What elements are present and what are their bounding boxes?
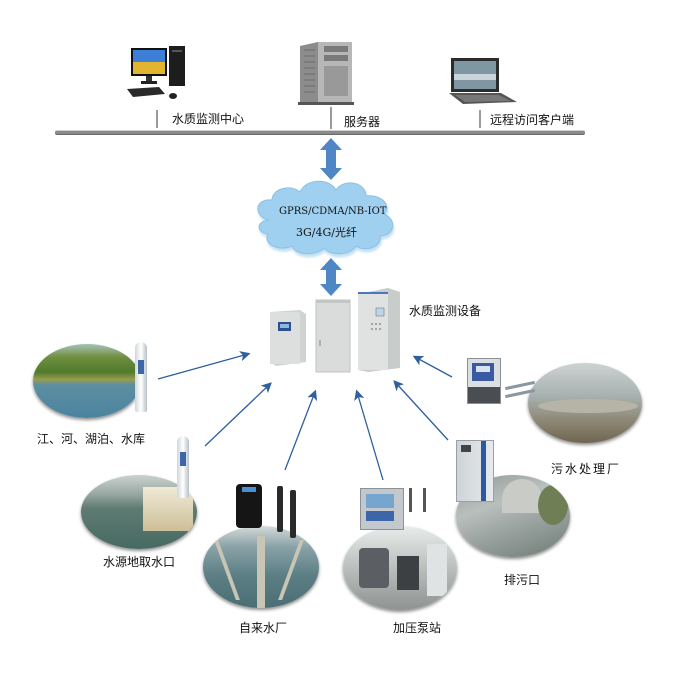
network-cloud-icon bbox=[257, 180, 394, 255]
site-pumpstation-photo bbox=[343, 526, 457, 610]
water-quality-probe-icon bbox=[135, 342, 147, 412]
cloud-equipment-double-arrow bbox=[320, 258, 342, 296]
arrow-intake-to-equipment bbox=[204, 382, 272, 447]
network-cloud-line2: 3G/4G/光纤 bbox=[296, 226, 357, 239]
analyzer-cabinet-icon bbox=[456, 440, 494, 502]
server-tick bbox=[330, 107, 332, 129]
water-quality-probe-icon bbox=[177, 436, 189, 498]
arrow-outfall-to-equipment bbox=[393, 380, 449, 441]
monitoring-center-tick bbox=[156, 110, 158, 128]
laptop-icon bbox=[449, 58, 517, 104]
site-intake-label: 水源地取水口 bbox=[103, 555, 176, 569]
electrode-probe-icon bbox=[423, 488, 426, 512]
transmitter-controller-icon bbox=[467, 358, 501, 404]
arrow-treatment-to-equipment bbox=[412, 355, 453, 378]
bus-cloud-double-arrow bbox=[320, 138, 342, 180]
site-river-photo bbox=[33, 344, 141, 418]
arrow-waterworks-to-equipment bbox=[284, 389, 318, 471]
arrow-pumpstation-to-equipment bbox=[354, 389, 384, 481]
desktop-computer-icon bbox=[127, 46, 185, 99]
remote-client-label: 远程访问客户端 bbox=[490, 113, 575, 127]
equipment-label: 水质监测设备 bbox=[409, 304, 482, 318]
server-tower-icon bbox=[298, 42, 354, 105]
server-node bbox=[296, 40, 356, 106]
analyzer-sensor-icon bbox=[236, 484, 266, 538]
electrode-probe-icon bbox=[290, 490, 296, 538]
site-outfall-label: 排污口 bbox=[504, 573, 541, 587]
network-cloud-line1: GPRS/CDMA/NB-IOT bbox=[279, 206, 387, 217]
analyzer-display-icon bbox=[360, 488, 404, 530]
control-cabinet-icon bbox=[270, 288, 400, 373]
site-waterworks-label: 自来水厂 bbox=[239, 621, 288, 635]
site-treatment-label: 污水处理厂 bbox=[551, 462, 622, 476]
arrow-river-to-equipment bbox=[157, 351, 251, 380]
monitoring-equipment bbox=[268, 284, 408, 374]
electrode-probe-icon bbox=[277, 486, 283, 532]
network-bus-line bbox=[55, 130, 585, 135]
remote-client-tick bbox=[479, 110, 481, 128]
remote-client-node bbox=[447, 56, 519, 106]
site-waterworks-photo bbox=[203, 526, 319, 608]
site-treatment-photo bbox=[528, 363, 642, 443]
site-pumpstation-label: 加压泵站 bbox=[393, 621, 442, 635]
monitoring-center-node bbox=[125, 44, 195, 104]
monitoring-center-label: 水质监测中心 bbox=[172, 112, 245, 126]
electrode-probe-icon bbox=[409, 488, 412, 512]
server-label: 服务器 bbox=[344, 115, 381, 129]
site-river-label: 江、河、湖泊、水库 bbox=[37, 432, 146, 446]
